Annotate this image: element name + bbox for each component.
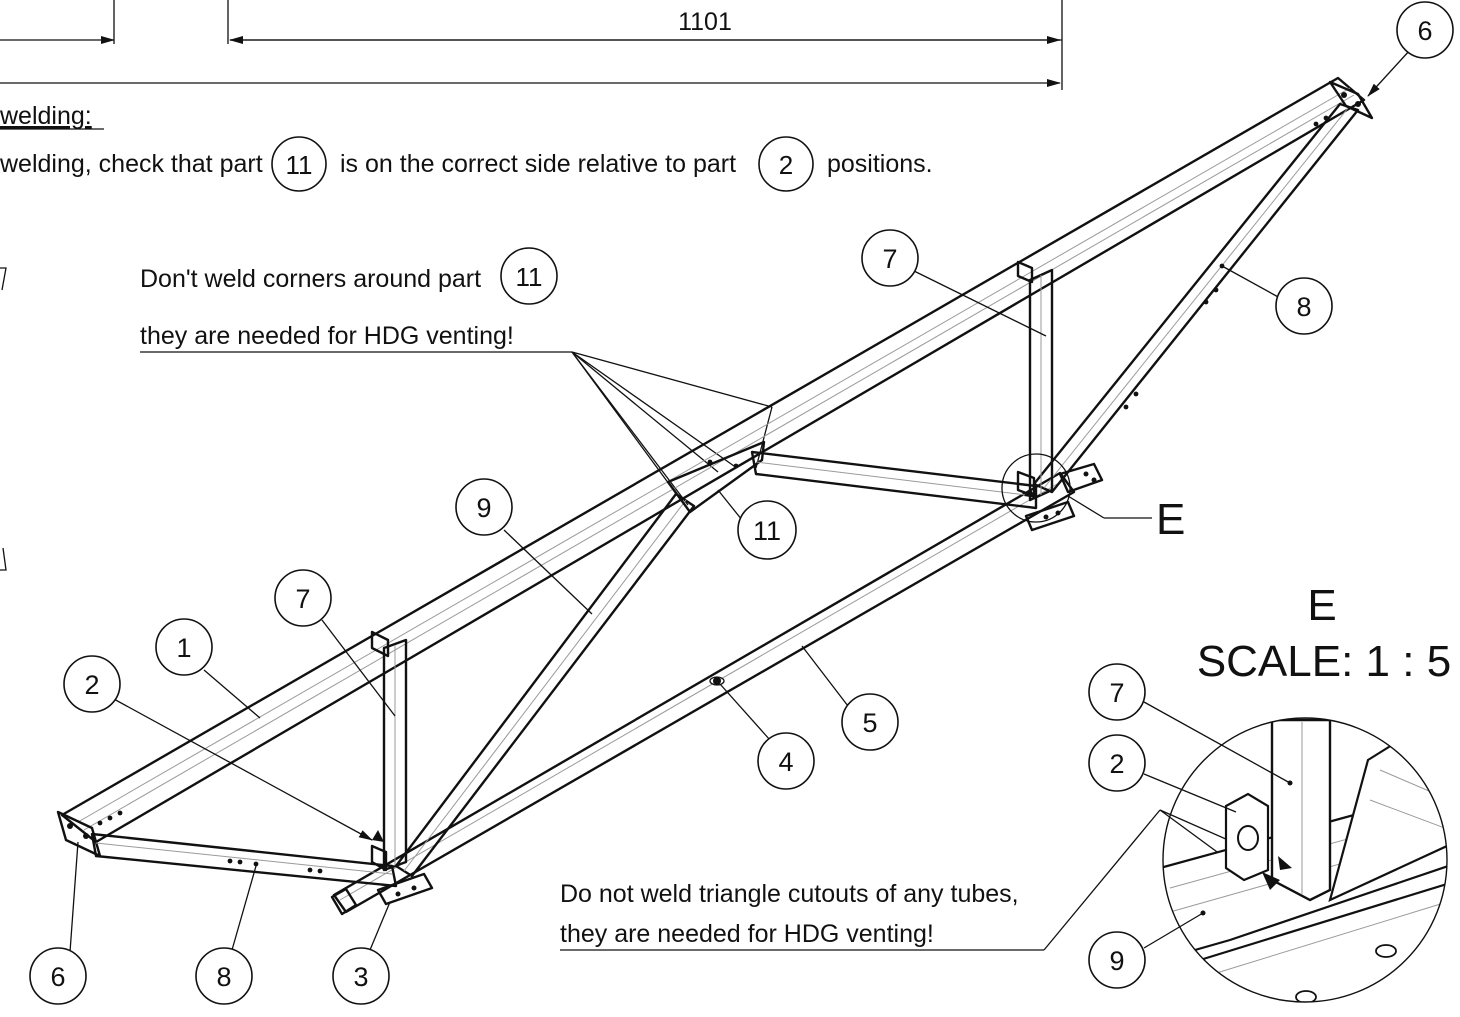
balloon-11 bbox=[737, 500, 797, 560]
cutout-note-line2: they are needed for HDG venting! bbox=[560, 920, 934, 948]
part-4-hole bbox=[713, 677, 721, 685]
balloon-7-left-label: 7 bbox=[295, 584, 310, 614]
balloon-11-label: 11 bbox=[753, 516, 781, 546]
balloon-3-label: 3 bbox=[353, 962, 368, 992]
note-part-2-balloon bbox=[758, 136, 814, 192]
balloon-7-top-label: 7 bbox=[882, 244, 897, 274]
notes-line-middle: is on the correct side relative to part bbox=[340, 150, 736, 178]
corner-note-line2: they are needed for HDG venting! bbox=[140, 322, 514, 350]
detail-balloon-9 bbox=[1088, 931, 1146, 989]
detail-e-letter: E bbox=[1156, 495, 1185, 544]
dimension-value: 1101 bbox=[678, 8, 732, 36]
balloon-8-bottom-label: 8 bbox=[216, 962, 231, 992]
left-vertical-post bbox=[382, 638, 408, 872]
notes-header: welding: bbox=[0, 102, 92, 130]
right-diagonal-tube bbox=[1032, 102, 1360, 494]
balloon-9-label: 9 bbox=[476, 493, 491, 523]
frame-structure bbox=[56, 76, 1374, 916]
detail-e-view bbox=[1162, 717, 1448, 1003]
note-part-11-label: 11 bbox=[286, 150, 313, 180]
balloon-1-label: 1 bbox=[176, 633, 191, 663]
cutout-note-line1: Do not weld triangle cutouts of any tube… bbox=[560, 880, 1019, 908]
top-chord-tube bbox=[60, 76, 1366, 844]
balloon-5 bbox=[841, 693, 899, 751]
balloon-7-top bbox=[861, 229, 919, 287]
corner-note-part-balloon bbox=[500, 247, 558, 305]
balloon-1 bbox=[155, 618, 213, 676]
note-part-2-label: 2 bbox=[779, 150, 793, 180]
centre-gusset-part-11 bbox=[666, 440, 766, 514]
detail-balloon-7-label: 7 bbox=[1109, 678, 1124, 708]
balloon-8-right bbox=[1275, 277, 1333, 335]
edge-mark-upper bbox=[0, 267, 7, 291]
balloon-9 bbox=[455, 478, 513, 536]
detail-scale: SCALE: 1 : 5 bbox=[1197, 637, 1451, 686]
balloon-6-bottom-label: 6 bbox=[50, 962, 65, 992]
balloon-8-bottom bbox=[195, 947, 253, 1005]
end-plate-right bbox=[1328, 80, 1374, 120]
balloon-6-top-label: 6 bbox=[1417, 16, 1432, 46]
balloon-4-label: 4 bbox=[778, 747, 793, 777]
note-part-11-balloon bbox=[271, 136, 327, 192]
notes-line-suffix: positions. bbox=[827, 150, 933, 178]
lower-chord-tube bbox=[90, 832, 398, 888]
bottom-chord-tube bbox=[332, 471, 1076, 914]
corner-note-line1: Don't weld corners around part bbox=[140, 265, 481, 293]
detail-balloons: 7 2 9 bbox=[1088, 663, 1291, 989]
balloon-8-right-label: 8 bbox=[1296, 292, 1311, 322]
notes-line-prefix: welding, check that part bbox=[0, 150, 263, 178]
centre-diagonal-tube bbox=[394, 492, 696, 878]
corner-note-part-label: 11 bbox=[516, 262, 543, 292]
detail-e-callout-circle bbox=[1001, 453, 1071, 523]
balloon-7-left bbox=[274, 569, 332, 627]
balloon-4 bbox=[757, 732, 815, 790]
right-vertical-post bbox=[1028, 268, 1054, 502]
balloon-3 bbox=[332, 947, 390, 1005]
part-balloons: 6 7 8 9 11 7 1 2 5 4 6 8 3 bbox=[29, 1, 1454, 1005]
balloon-5-label: 5 bbox=[862, 708, 877, 738]
edge-mark-lower bbox=[0, 547, 7, 571]
balloon-2-label: 2 bbox=[84, 670, 99, 700]
balloon-2 bbox=[63, 655, 121, 713]
balloon-6-top bbox=[1396, 1, 1454, 59]
detail-balloon-2-label: 2 bbox=[1109, 749, 1124, 779]
balloon-6-bottom bbox=[29, 947, 87, 1005]
base-plate-part-3 bbox=[376, 872, 434, 906]
detail-title: E bbox=[1307, 581, 1336, 630]
cross-member-tube bbox=[750, 450, 1038, 510]
detail-balloon-9-label: 9 bbox=[1109, 946, 1124, 976]
detail-balloon-2 bbox=[1088, 734, 1146, 792]
corner-note-leaders bbox=[571, 351, 773, 506]
detail-e-boundary bbox=[1162, 717, 1448, 1003]
balloon-leaders bbox=[69, 49, 1411, 953]
dimension-lines bbox=[0, 0, 1063, 90]
detail-balloon-7 bbox=[1088, 663, 1146, 721]
